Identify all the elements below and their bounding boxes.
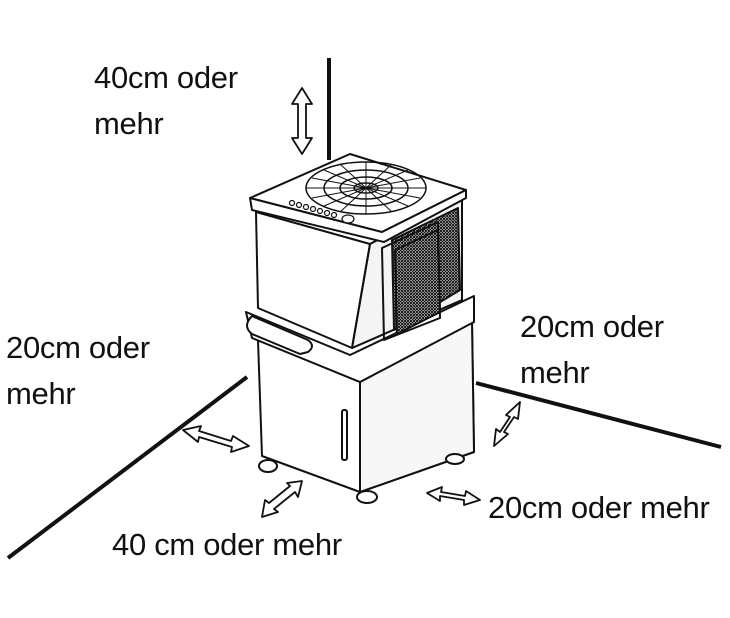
top-clearance-line1: 40cm oder: [94, 60, 238, 95]
left-clearance-line2: mehr: [6, 376, 76, 411]
right-clearance-line2: mehr: [520, 355, 590, 390]
clearance-arrows: [182, 87, 521, 518]
front-clearance-label: 40 cm oder mehr: [112, 527, 342, 562]
side-clearance-label: 20cm oder mehr: [488, 490, 710, 525]
right-clearance-label: 20cm oder mehr: [520, 304, 664, 396]
left-floor-line: [6, 375, 249, 560]
handle: [246, 315, 313, 355]
wheel-front: [356, 490, 378, 504]
right-floor-line: [475, 381, 722, 449]
wall-lines: [6, 58, 722, 560]
upper-body-edge: [351, 243, 371, 349]
arrow-top: [291, 87, 313, 155]
right-clearance-line1: 20cm oder: [520, 309, 664, 344]
arrow-front: [261, 480, 303, 518]
side-grille-inner: [394, 229, 441, 335]
tank-window: [341, 409, 348, 461]
side-grille-frame: [381, 221, 441, 341]
left-clearance-label: 20cm oder mehr: [6, 325, 150, 417]
top-clearance-line2: mehr: [94, 106, 164, 141]
dehumidifier: [245, 153, 475, 504]
control-buttons: [288, 199, 355, 224]
wheel-front-left: [258, 459, 278, 473]
wheel-right: [445, 453, 465, 465]
fan-grill: [305, 161, 427, 215]
arrow-left: [182, 425, 250, 453]
left-clearance-line1: 20cm oder: [6, 330, 150, 365]
top-panel-rim: [249, 189, 467, 243]
arrow-side: [426, 486, 481, 506]
top-clearance-label: 40cm oder mehr: [94, 55, 238, 147]
arrow-right: [493, 401, 521, 447]
